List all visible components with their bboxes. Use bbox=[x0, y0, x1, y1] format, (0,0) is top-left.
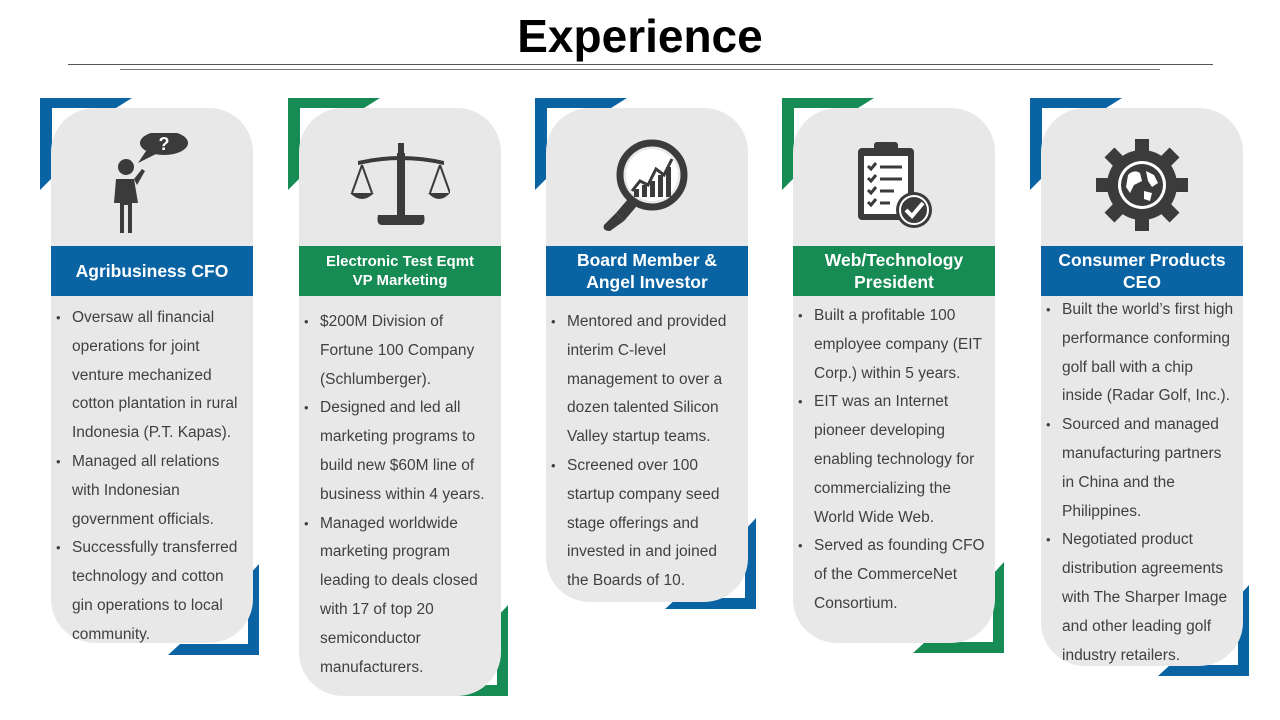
magnifier-chart-icon bbox=[546, 130, 748, 240]
bullet-item: Sourced and managed manufacturing partne… bbox=[1041, 411, 1241, 526]
card-header-line: Web/Technology bbox=[824, 250, 964, 270]
card-header-line: Electronic Test Eqmt bbox=[325, 253, 475, 270]
page-title: Experience bbox=[517, 10, 763, 62]
experience-card-agribusiness: ? Agribusiness CFO Oversaw all financial… bbox=[40, 98, 265, 708]
corner-accent-top bbox=[40, 98, 135, 192]
card-header-line: President bbox=[854, 272, 934, 292]
card-header-line: Agribusiness CFO bbox=[75, 261, 229, 281]
corner-accent-bottom bbox=[665, 518, 760, 610]
bullet-list: Built the world’s first high performance… bbox=[1041, 296, 1241, 670]
title-rule-bottom bbox=[120, 69, 1160, 70]
bullet-item: Screened over 100 startup company seed s… bbox=[546, 452, 746, 596]
corner-accent-top bbox=[782, 98, 877, 192]
card-header: Agribusiness CFO bbox=[51, 246, 253, 296]
bullet-item: $200M Division of Fortune 100 Company (S… bbox=[299, 308, 499, 394]
title-rule-top bbox=[68, 64, 1213, 65]
card-header: Consumer Products CEO bbox=[1041, 246, 1243, 296]
balance-scale-icon bbox=[299, 130, 501, 240]
card-header-line: Board Member & bbox=[576, 250, 718, 270]
card-header-line: Consumer Products bbox=[1058, 250, 1226, 270]
bullet-item: Built a profitable 100 employee company … bbox=[793, 302, 993, 388]
corner-accent-top bbox=[1030, 98, 1125, 192]
experience-card-web-technology: Web/Technology President Built a profita… bbox=[782, 98, 1007, 708]
card-header-line: Angel Investor bbox=[586, 272, 708, 292]
experience-card-board-member: Board Member & Angel Investor Mentored a… bbox=[535, 98, 760, 708]
bullet-item: EIT was an Internet pioneer developing e… bbox=[793, 388, 993, 532]
person-question-icon: ? bbox=[51, 130, 253, 240]
card-header: Board Member & Angel Investor bbox=[546, 246, 748, 296]
bullet-item: Designed and led all marketing programs … bbox=[299, 394, 499, 509]
bullet-list: $200M Division of Fortune 100 Company (S… bbox=[299, 308, 499, 682]
bullet-item: Managed all relations with Indonesian go… bbox=[51, 448, 251, 534]
bullet-item: Successfully transferred technology and … bbox=[51, 534, 251, 649]
corner-accent-top bbox=[288, 98, 383, 192]
bullet-list: Mentored and provided interim C-level ma… bbox=[546, 308, 746, 596]
bullet-item: Negotiated product distribution agreemen… bbox=[1041, 526, 1241, 670]
corner-accent-top bbox=[535, 98, 630, 192]
bullet-item: Built the world’s first high performance… bbox=[1041, 296, 1241, 411]
bullet-item: Mentored and provided interim C-level ma… bbox=[546, 308, 746, 452]
card-header-line: CEO bbox=[1123, 272, 1161, 292]
card-header: Web/Technology President bbox=[793, 246, 995, 296]
bullet-list: Oversaw all financial operations for joi… bbox=[51, 304, 251, 650]
clipboard-check-icon bbox=[793, 130, 995, 240]
experience-card-electronic-test: Electronic Test Eqmt VP Marketing $200M … bbox=[288, 98, 513, 708]
experience-card-consumer-products: Consumer Products CEO Built the world’s … bbox=[1030, 98, 1255, 708]
corner-accent-bottom bbox=[913, 562, 1008, 654]
corner-accent-bottom bbox=[417, 605, 512, 697]
gear-globe-icon bbox=[1041, 130, 1243, 240]
svg-text:?: ? bbox=[159, 134, 170, 154]
card-header: Electronic Test Eqmt VP Marketing bbox=[299, 246, 501, 296]
bullet-item: Served as founding CFO of the CommerceNe… bbox=[793, 532, 993, 618]
bullet-list: Built a profitable 100 employee company … bbox=[793, 302, 993, 619]
card-header-line: VP Marketing bbox=[352, 272, 448, 289]
bullet-item: Managed worldwide marketing program lead… bbox=[299, 510, 499, 683]
bullet-item: Oversaw all financial operations for joi… bbox=[51, 304, 251, 448]
